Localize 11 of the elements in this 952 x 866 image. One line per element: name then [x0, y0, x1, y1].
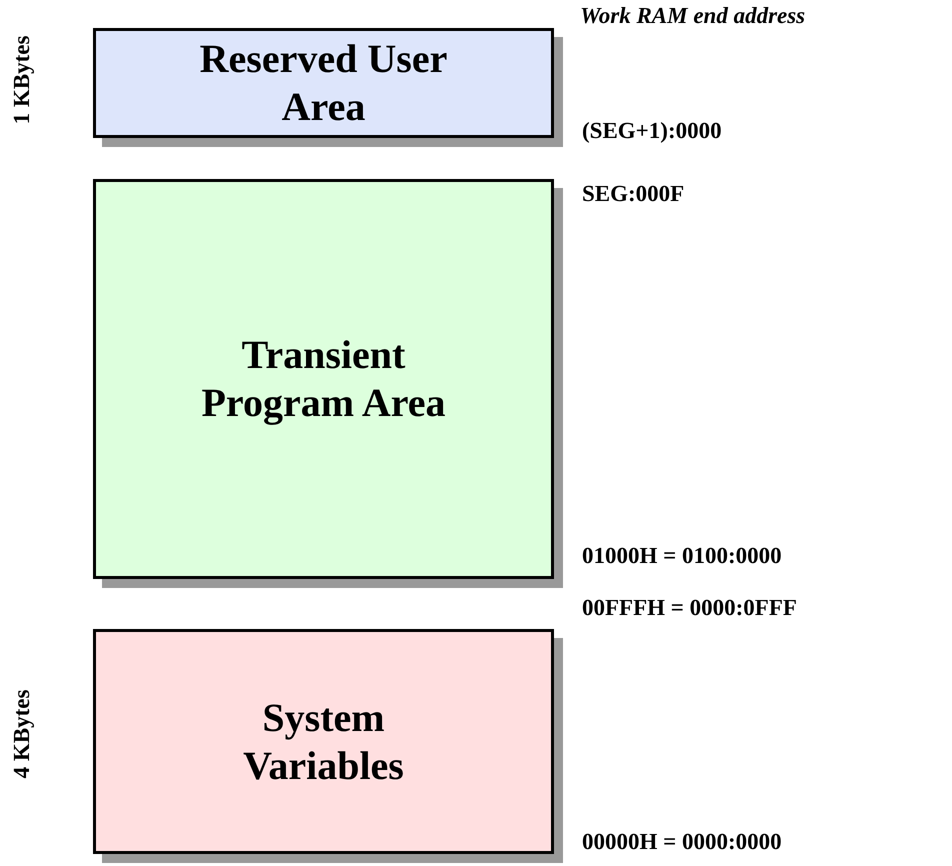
address-label: 00FFFH = 0000:0FFF: [582, 595, 797, 621]
address-label: 01000H = 0100:0000: [582, 543, 782, 569]
address-label: SEG:000F: [582, 181, 684, 207]
size-label: 4 KBytes: [9, 690, 35, 778]
address-note: Work RAM end address: [580, 3, 806, 29]
address-label: 00000H = 0000:0000: [582, 829, 782, 855]
address-label: (SEG+1):0000: [582, 118, 722, 144]
region-name: Transient Program Area: [200, 331, 446, 427]
size-label: 1 KBytes: [9, 36, 35, 124]
region-name: Reserved User Area: [198, 35, 448, 131]
region-name: System Variables: [242, 694, 405, 790]
